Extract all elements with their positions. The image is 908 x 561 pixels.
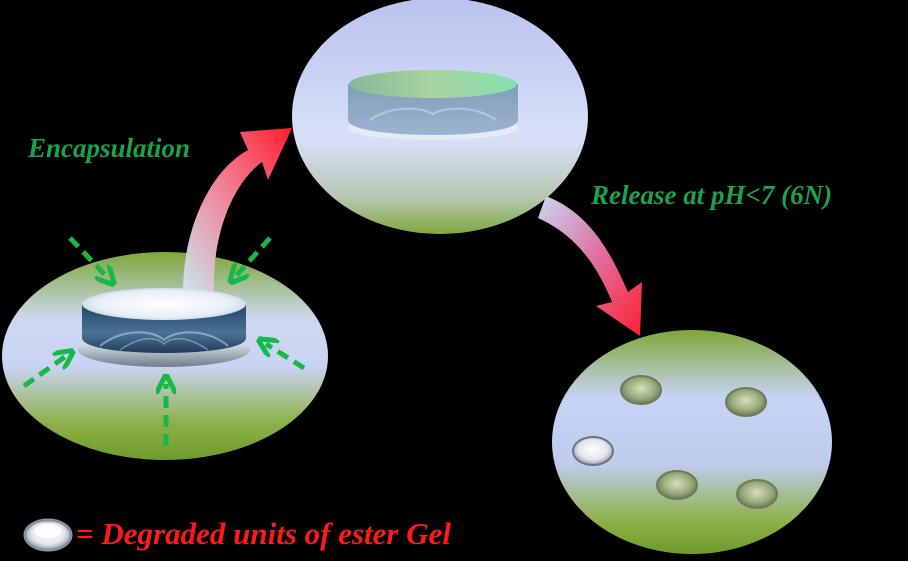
legend-text: = Degraded units of ester Gel bbox=[76, 516, 451, 551]
dashed-inward-arrow-icon bbox=[22, 236, 306, 446]
curved-arrow-icon bbox=[183, 128, 292, 292]
gel-disc-icon bbox=[347, 70, 519, 140]
release-label: Release at pH<7 (6N) bbox=[591, 180, 833, 210]
encapsulation-label: Encapsulation bbox=[28, 133, 191, 163]
degraded-unit-icon bbox=[572, 375, 778, 509]
curved-arrow-icon bbox=[538, 196, 642, 336]
gel-disc-icon bbox=[78, 288, 250, 367]
legend: = Degraded units of ester Gel bbox=[22, 514, 451, 554]
degraded-unit-icon bbox=[23, 518, 73, 552]
